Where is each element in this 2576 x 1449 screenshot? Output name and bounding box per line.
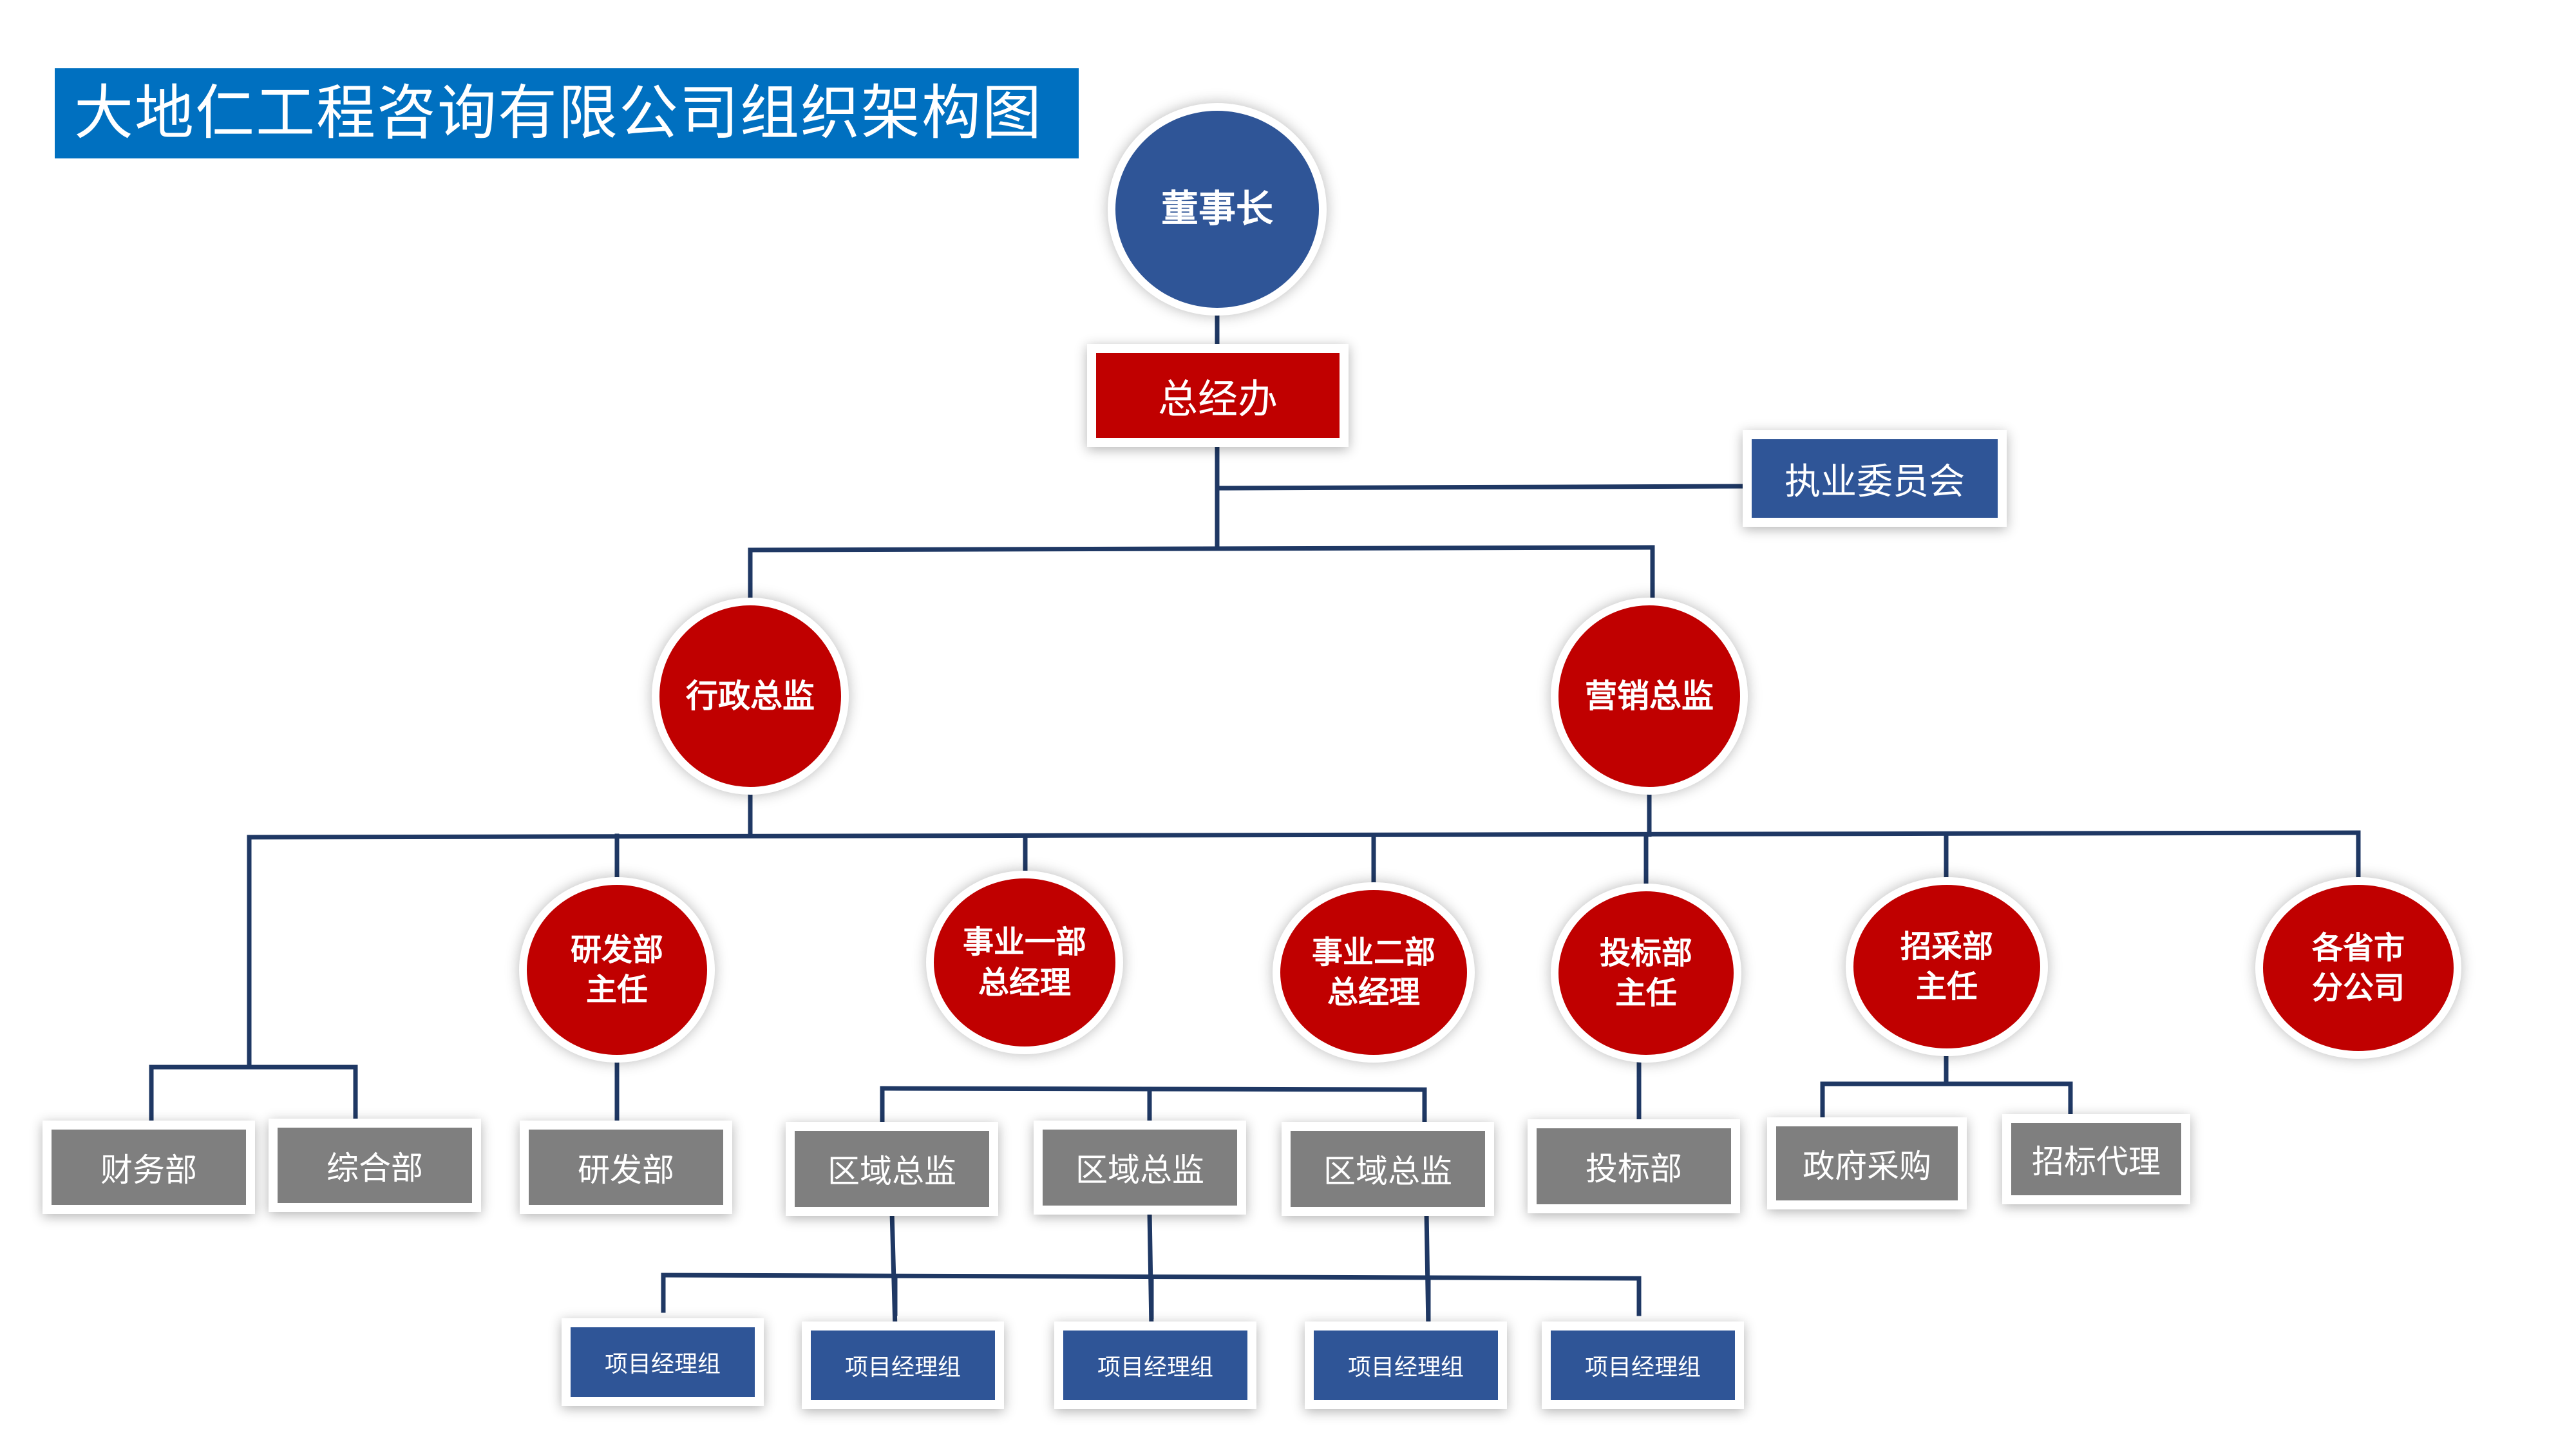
marketing-director-node[interactable]: 营销总监	[1551, 598, 1748, 795]
gov-procurement-label: 政府采购	[1803, 1147, 1931, 1185]
connector	[880, 1086, 1427, 1092]
region-director-3-node[interactable]: 区域总监	[1282, 1122, 1494, 1216]
rd-dept-label: 研发部	[578, 1151, 674, 1189]
general-office-node[interactable]: 总经办	[1087, 344, 1349, 447]
project-group-1-label: 项目经理组	[604, 1351, 721, 1378]
project-group-5-label: 项目经理组	[1584, 1354, 1701, 1381]
bidding-dept-label: 投标部	[1586, 1150, 1682, 1188]
region-director-1-node[interactable]: 区域总监	[786, 1122, 998, 1216]
connector	[247, 830, 2361, 840]
rd-dept-node[interactable]: 研发部	[520, 1121, 732, 1214]
admin-director-node[interactable]: 行政总监	[652, 598, 849, 795]
project-group-4-node[interactable]: 项目经理组	[1305, 1321, 1507, 1409]
practice-committee-label: 执业委员会	[1785, 460, 1965, 503]
biz1-manager-label: 事业一部 总经理	[962, 924, 1086, 1001]
project-group-3-label: 项目经理组	[1097, 1354, 1213, 1381]
marketing-director-label: 营销总监	[1585, 677, 1714, 715]
region-director-2-label: 区域总监	[1075, 1151, 1204, 1189]
bidding-manager-node[interactable]: 投标部 主任	[1551, 884, 1741, 1063]
general-office-label: 总经办	[1157, 375, 1278, 422]
chairman-node[interactable]: 董事长	[1108, 103, 1327, 316]
connector	[748, 545, 1655, 553]
branches-node[interactable]: 各省市 分公司	[2255, 877, 2461, 1059]
biz2-manager-node[interactable]: 事业二部 总经理	[1273, 882, 1475, 1063]
project-group-5-node[interactable]: 项目经理组	[1542, 1321, 1744, 1409]
gov-procurement-node[interactable]: 政府采购	[1767, 1117, 1967, 1209]
finance-dept-label: 财务部	[100, 1151, 197, 1189]
project-group-2-label: 项目经理组	[844, 1354, 961, 1381]
project-group-1-node[interactable]: 项目经理组	[562, 1318, 764, 1406]
page-title: 大地仁工程咨询有限公司组织架构图	[55, 68, 1079, 158]
region-director-3-label: 区域总监	[1323, 1153, 1452, 1190]
region-director-2-node[interactable]: 区域总监	[1034, 1121, 1246, 1215]
branches-label: 各省市 分公司	[2311, 929, 2405, 1006]
connector	[1215, 484, 1749, 491]
bidding-manager-label: 投标部 主任	[1599, 934, 1692, 1011]
finance-dept-node[interactable]: 财务部	[43, 1121, 255, 1214]
bidding-dept-node[interactable]: 投标部	[1528, 1119, 1740, 1213]
tender-agency-label: 招标代理	[2032, 1143, 2161, 1180]
admin-director-label: 行政总监	[686, 677, 815, 715]
rd-manager-node[interactable]: 研发部 主任	[519, 877, 715, 1063]
general-affairs-dept-node[interactable]: 综合部	[269, 1119, 481, 1212]
project-group-2-node[interactable]: 项目经理组	[802, 1321, 1004, 1409]
rd-manager-label: 研发部 主任	[570, 931, 663, 1008]
procurement-manager-node[interactable]: 招采部 主任	[1846, 877, 2048, 1056]
practice-committee-node[interactable]: 执业委员会	[1743, 430, 2007, 527]
project-group-4-label: 项目经理组	[1347, 1354, 1464, 1381]
region-director-1-label: 区域总监	[828, 1153, 956, 1190]
project-group-3-node[interactable]: 项目经理组	[1054, 1321, 1256, 1409]
chairman-label: 董事长	[1160, 187, 1273, 231]
biz1-manager-node[interactable]: 事业一部 总经理	[926, 871, 1123, 1054]
biz2-manager-label: 事业二部 总经理	[1311, 934, 1435, 1010]
tender-agency-node[interactable]: 招标代理	[2002, 1114, 2190, 1204]
procurement-manager-label: 招采部 主任	[1900, 928, 1993, 1005]
general-affairs-dept-label: 综合部	[327, 1149, 423, 1187]
